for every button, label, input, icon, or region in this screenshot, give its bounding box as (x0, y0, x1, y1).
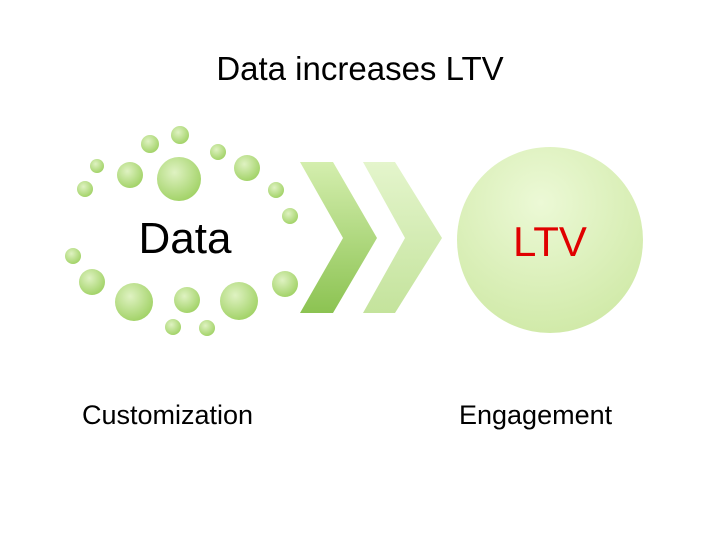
bubble (282, 208, 298, 224)
bubble (210, 144, 226, 160)
bubble (115, 283, 153, 321)
ltv-circle (457, 147, 643, 333)
customization-caption: Customization (82, 400, 254, 430)
bubble (174, 287, 200, 313)
data-label: Data (138, 214, 232, 263)
engagement-caption: Engagement (459, 400, 613, 430)
bubble (90, 159, 104, 173)
bubble (77, 181, 93, 197)
bubble (79, 269, 105, 295)
bubble (165, 319, 181, 335)
bubble (141, 135, 159, 153)
bubble (65, 248, 81, 264)
bubble (157, 157, 201, 201)
ltv-label: LTV (513, 218, 587, 265)
bubble (272, 271, 298, 297)
bubble (268, 182, 284, 198)
bubble (234, 155, 260, 181)
chevron-arrow-1 (300, 162, 377, 313)
bubble (171, 126, 189, 144)
bubble (117, 162, 143, 188)
bubble (220, 282, 258, 320)
chevron-arrow-2 (363, 162, 442, 313)
data-bubble-ring (65, 126, 298, 336)
slide-title: Data increases LTV (216, 50, 504, 87)
bubble (199, 320, 215, 336)
